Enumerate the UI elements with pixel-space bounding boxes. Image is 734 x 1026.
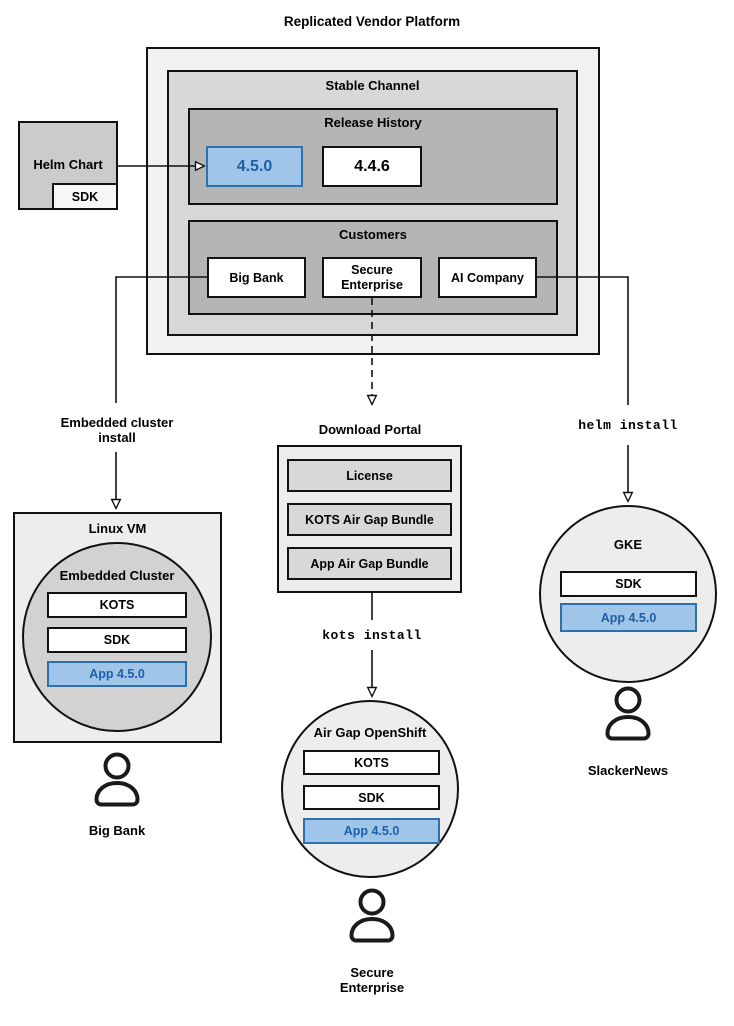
airgap-kots-box: KOTS xyxy=(303,750,440,775)
stable-channel-label: Stable Channel xyxy=(325,78,420,93)
airgap-app-label: App 4.5.0 xyxy=(343,824,400,838)
kots-install-label: kots install xyxy=(322,628,422,643)
customer-big-bank-box: Big Bank xyxy=(207,257,306,298)
download-portal-label: Download Portal xyxy=(318,422,422,437)
customer-ai-company-label: AI Company xyxy=(451,270,524,285)
release-446-box: 4.4.6 xyxy=(322,146,422,187)
release-450-box: 4.5.0 xyxy=(206,146,303,187)
portal-app-bundle-box: App Air Gap Bundle xyxy=(287,547,452,580)
embedded-sdk-label: SDK xyxy=(103,633,131,647)
airgap-sdk-label: SDK xyxy=(358,790,385,805)
secure-enterprise-persona-label: Secure Enterprise xyxy=(339,965,405,995)
helm-chart-sdk-label: SDK xyxy=(71,189,99,204)
slackernews-persona-label: SlackerNews xyxy=(587,763,669,778)
release-446-label: 4.4.6 xyxy=(354,157,390,175)
gke-sdk-box: SDK xyxy=(560,571,697,597)
portal-kots-bundle-box: KOTS Air Gap Bundle xyxy=(287,503,452,536)
customers-label: Customers xyxy=(339,227,407,242)
portal-license-label: License xyxy=(346,468,393,483)
helm-install-label: helm install xyxy=(578,418,678,433)
big-bank-person-icon xyxy=(94,752,140,807)
embedded-sdk-box: SDK xyxy=(47,627,187,653)
portal-license-box: License xyxy=(287,459,452,492)
secure-enterprise-person-icon xyxy=(349,888,395,943)
release-history-label: Release History xyxy=(324,115,422,130)
gke-app-label: App 4.5.0 xyxy=(600,610,657,625)
portal-kots-bundle-label: KOTS Air Gap Bundle xyxy=(305,512,434,527)
gke-label: GKE xyxy=(613,537,643,552)
helm-chart-sdk-box: SDK xyxy=(52,183,118,210)
release-450-label: 4.5.0 xyxy=(236,157,273,175)
embedded-kots-label: KOTS xyxy=(99,598,135,612)
airgap-app-box: App 4.5.0 xyxy=(303,818,440,844)
slackernews-person-icon xyxy=(605,686,651,741)
customer-big-bank-label: Big Bank xyxy=(229,270,284,285)
customer-secure-enterprise-label: Secure Enterprise xyxy=(341,263,403,292)
airgap-openshift-label: Air Gap OpenShift xyxy=(313,725,427,740)
helm-chart-label: Helm Chart xyxy=(33,157,103,172)
gke-sdk-label: SDK xyxy=(615,577,642,591)
embedded-app-box: App 4.5.0 xyxy=(47,661,187,687)
embedded-cluster-label: Embedded Cluster xyxy=(59,568,175,583)
embedded-cluster-install-label: Embedded cluster install xyxy=(60,415,174,445)
embedded-kots-box: KOTS xyxy=(47,592,187,618)
diagram-title: Replicated Vendor Platform xyxy=(283,14,461,29)
customer-secure-enterprise-box: Secure Enterprise xyxy=(322,257,422,298)
linux-vm-label: Linux VM xyxy=(88,521,147,536)
embedded-app-label: App 4.5.0 xyxy=(89,667,145,681)
airgap-sdk-box: SDK xyxy=(303,785,440,810)
big-bank-persona-label: Big Bank xyxy=(88,823,146,838)
gke-app-box: App 4.5.0 xyxy=(560,603,697,632)
airgap-kots-label: KOTS xyxy=(354,755,389,770)
portal-app-bundle-label: App Air Gap Bundle xyxy=(310,556,429,571)
customer-ai-company-box: AI Company xyxy=(438,257,537,298)
